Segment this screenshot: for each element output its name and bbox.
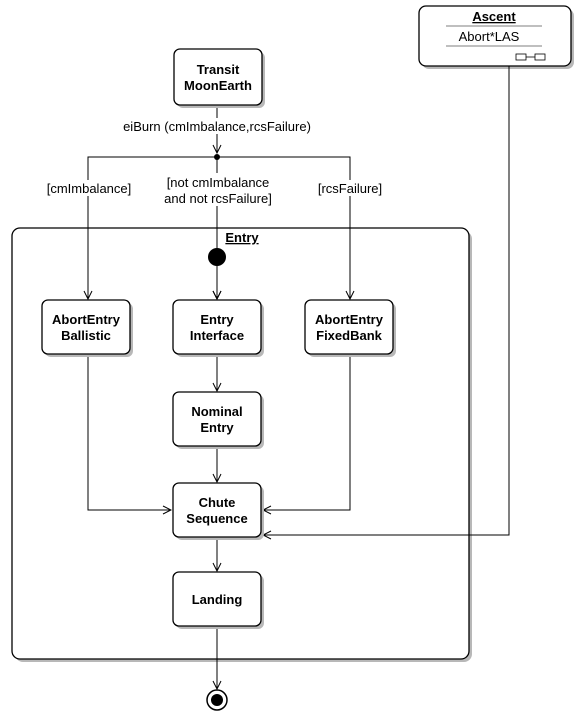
svg-text:Entry: Entry bbox=[200, 420, 234, 435]
guard-not-label-line2: and not rcsFailure] bbox=[164, 191, 272, 206]
edge-abort-ballistic-to-chute bbox=[87, 355, 171, 510]
ascent-composite: Ascent Abort*LAS bbox=[418, 5, 574, 69]
entry-title: Entry bbox=[225, 230, 259, 245]
svg-text:AbortEntry: AbortEntry bbox=[315, 312, 384, 327]
svg-text:Sequence: Sequence bbox=[186, 511, 247, 526]
svg-text:Interface: Interface bbox=[190, 328, 244, 343]
svg-text:Entry: Entry bbox=[200, 312, 234, 327]
state-abort-entry-fixedbank: AbortEntry FixedBank bbox=[304, 299, 396, 357]
ascent-title: Ascent bbox=[472, 9, 516, 24]
initial-state bbox=[208, 248, 226, 266]
svg-text:FixedBank: FixedBank bbox=[316, 328, 383, 343]
svg-text:AbortEntry: AbortEntry bbox=[52, 312, 121, 327]
edge-abort-fixedbank-to-chute bbox=[263, 355, 351, 510]
ei-burn-trigger-label: eiBurn (cmImbalance,rcsFailure) bbox=[123, 119, 311, 134]
svg-text:Transit: Transit bbox=[197, 62, 240, 77]
svg-text:Nominal: Nominal bbox=[191, 404, 242, 419]
svg-text:Chute: Chute bbox=[199, 495, 236, 510]
svg-text:MoonEarth: MoonEarth bbox=[184, 78, 252, 93]
state-entry-interface: Entry Interface bbox=[172, 299, 264, 357]
composite-state-icon bbox=[515, 53, 546, 61]
state-chute-sequence: Chute Sequence bbox=[172, 482, 264, 540]
guard-not-label-line1: [not cmImbalance bbox=[167, 175, 270, 190]
transitions bbox=[87, 66, 510, 689]
guard-cm-imbalance-label: [cmImbalance] bbox=[47, 181, 132, 196]
svg-text:Ballistic: Ballistic bbox=[61, 328, 111, 343]
svg-text:Landing: Landing bbox=[192, 592, 243, 607]
state-transit-moonearth: Transit MoonEarth bbox=[173, 48, 265, 108]
edge-junction-to-abort-fixedbank bbox=[217, 156, 350, 299]
ascent-substate-label: Abort*LAS bbox=[459, 29, 520, 44]
edge-junction-to-abort-ballistic bbox=[88, 156, 217, 299]
state-abort-entry-ballistic: AbortEntry Ballistic bbox=[41, 299, 133, 357]
state-landing: Landing bbox=[172, 571, 264, 629]
guard-rcs-failure-label: [rcsFailure] bbox=[318, 181, 382, 196]
edge-ascent-to-chute bbox=[263, 66, 510, 535]
state-nominal-entry: Nominal Entry bbox=[172, 391, 264, 449]
final-state bbox=[206, 689, 228, 711]
